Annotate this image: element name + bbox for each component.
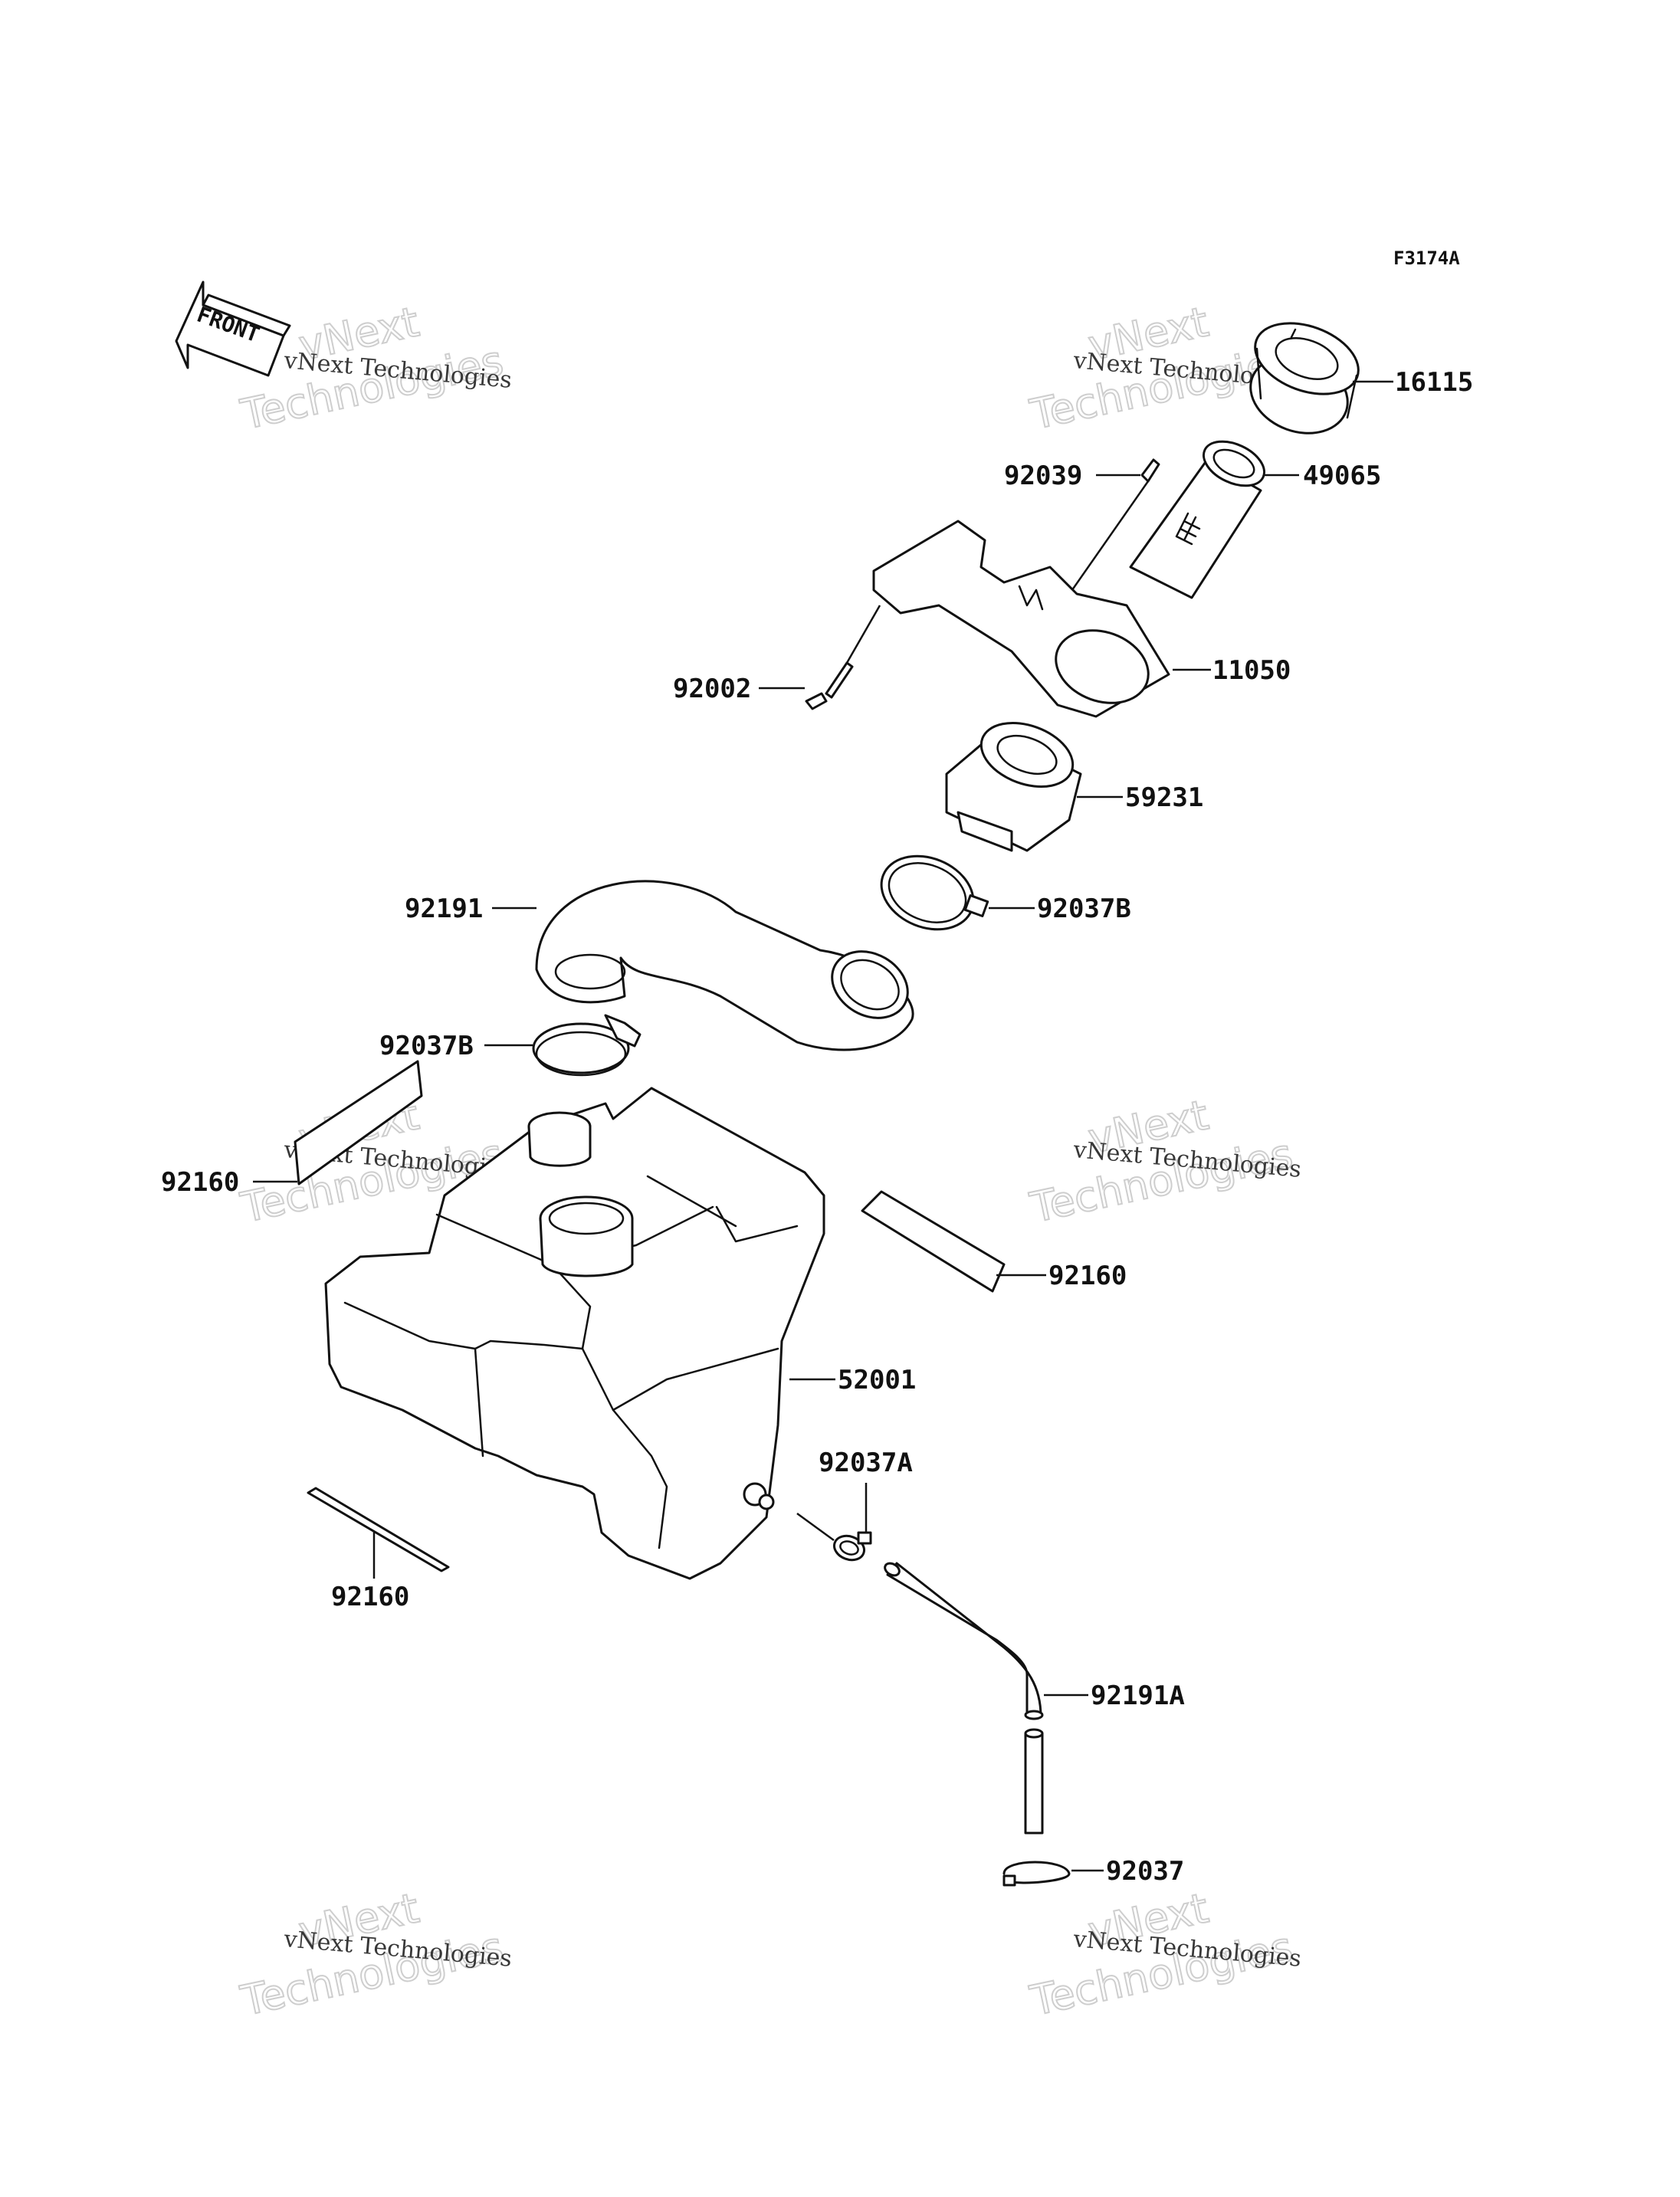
bracket-icon	[872, 520, 1170, 718]
clamp-breather-icon	[796, 1512, 872, 1562]
part-label-92037: 92037	[1106, 1856, 1184, 1887]
part-label-92191A: 92191A	[1091, 1681, 1185, 1711]
watermark-bottom-left: vNext Technologies vNext Technologies	[236, 1883, 514, 2026]
part-label-92191: 92191	[405, 894, 483, 924]
pad-bottom-icon	[307, 1487, 450, 1572]
part-label-92037B-upper: 92037B	[1037, 894, 1131, 924]
fuel-filter-icon	[1129, 440, 1266, 599]
clamp-upper-icon	[880, 854, 989, 931]
watermark-mid-right: vNext Technologies vNext Technologies	[1025, 1090, 1303, 1233]
watermark-bottom-right: vNext Technologies vNext Technologies	[1025, 1883, 1303, 2026]
part-label-92160-left: 92160	[161, 1167, 239, 1198]
pad-left-icon	[294, 1060, 423, 1185]
fuel-cap-icon	[1249, 322, 1360, 434]
clamp-lower-icon	[532, 1014, 641, 1077]
part-label-92002: 92002	[673, 674, 751, 704]
clamp-end-icon	[1002, 1861, 1071, 1887]
watermark-top-left: vNext Technologies vNext Technologies	[236, 297, 514, 440]
fuel-tank-icon	[324, 1087, 825, 1580]
part-label-11050: 11050	[1212, 655, 1291, 686]
part-label-16115: 16115	[1395, 367, 1473, 398]
part-label-92039: 92039	[1004, 461, 1082, 491]
figure-code: F3174A	[1393, 248, 1460, 269]
part-label-59231: 59231	[1125, 782, 1203, 813]
filler-hose-icon	[535, 880, 914, 1051]
part-label-92037A: 92037A	[819, 1448, 913, 1478]
breather-hose-icon	[884, 1562, 1044, 1835]
front-arrow-icon: FRONT	[175, 280, 291, 377]
part-label-92160-right: 92160	[1048, 1261, 1127, 1291]
part-label-52001: 52001	[838, 1365, 916, 1395]
bolt-icon	[805, 605, 881, 710]
part-label-92037B-lower: 92037B	[379, 1031, 474, 1061]
filler-neck-icon	[945, 721, 1082, 852]
part-label-49065: 49065	[1303, 461, 1381, 491]
pad-right-icon	[861, 1190, 1006, 1293]
part-label-92160-bottom: 92160	[331, 1582, 409, 1612]
